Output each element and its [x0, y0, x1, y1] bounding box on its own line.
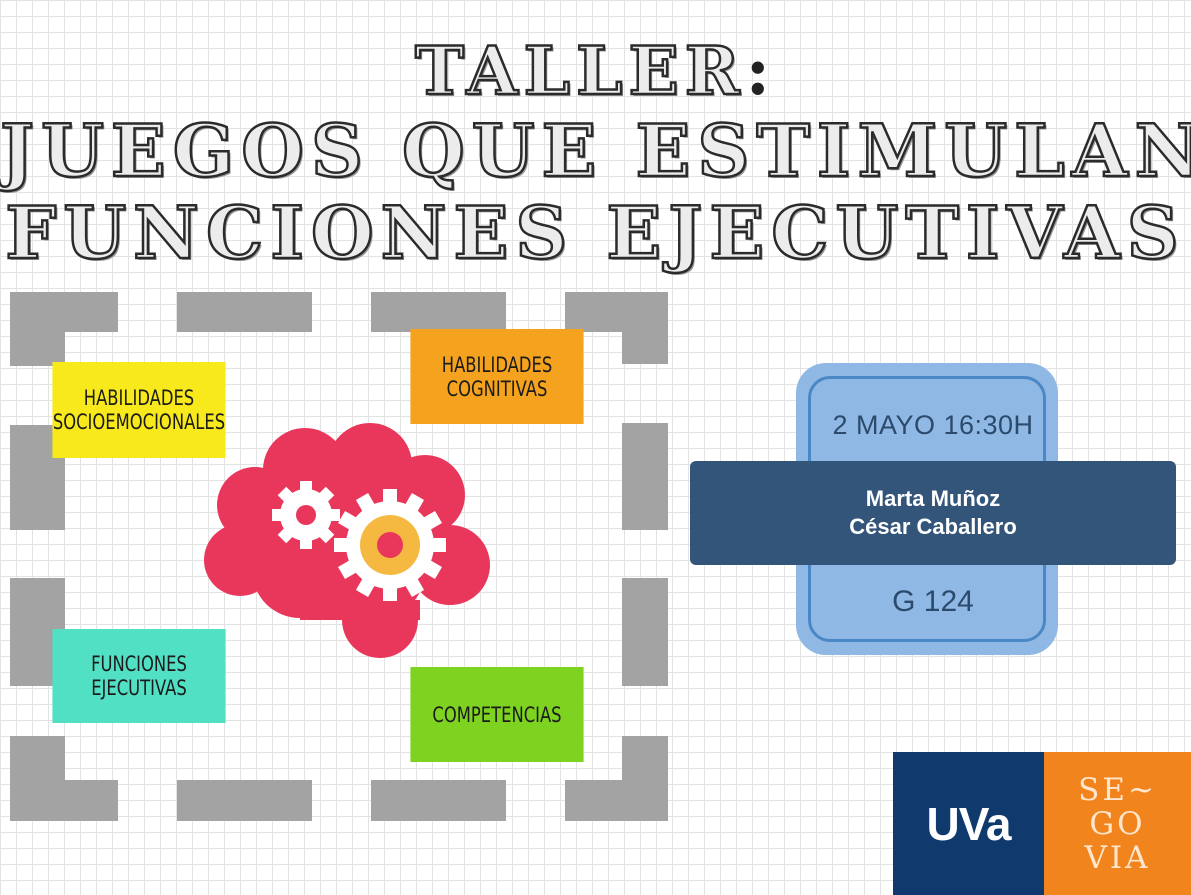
presenter-name: César Caballero: [849, 514, 1017, 539]
event-room: G 124: [892, 585, 974, 618]
uva-logo: UVa: [893, 752, 1044, 895]
presenter-name: Marta Muñoz: [865, 486, 1001, 511]
label-competencias: COMPETENCIAS: [410, 667, 584, 762]
title-line-2: JUEGOS QUE ESTIMULAN: [0, 107, 1191, 195]
presenters-band: Marta Muñoz César Caballero: [690, 461, 1176, 565]
title-line-3: FUNCIONES EJECUTIVAS: [4, 189, 1186, 277]
segovia-logo: SE~ GO VIA: [1044, 752, 1191, 895]
event-date: 2 MAYO 16:30H: [832, 410, 1034, 440]
title-line-1: TALLER:: [414, 31, 777, 112]
brain-gears-icon: [204, 423, 490, 658]
